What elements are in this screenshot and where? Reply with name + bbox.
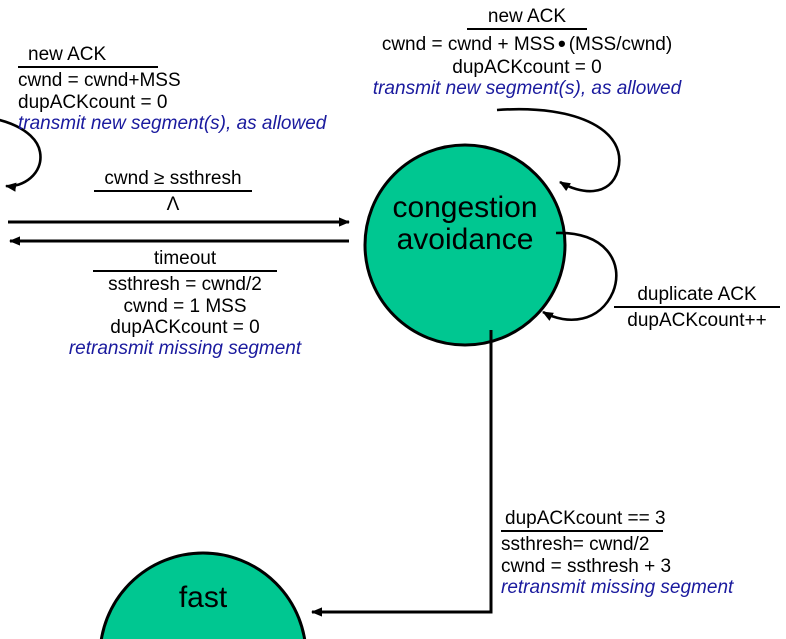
label-action: dupACKcount++ bbox=[627, 310, 767, 332]
label-divider bbox=[467, 28, 587, 31]
state-label-line2: avoidance bbox=[396, 222, 534, 256]
state-label-line1: congestion bbox=[392, 191, 538, 224]
label-condition: dupACKcount == 3 bbox=[505, 508, 666, 529]
label-condition: new ACK bbox=[28, 44, 107, 65]
state-label-fast-recovery: fast bbox=[103, 582, 303, 614]
label-action-emphasis: retransmit missing segment bbox=[68, 338, 302, 360]
ca-duplicate-ack-self-loop-arrow bbox=[542, 231, 618, 321]
label-action-1: cwnd = cwnd + MSS•(MSS/cwnd) bbox=[344, 31, 710, 57]
label-condition: new ACK bbox=[487, 6, 567, 27]
label-action-prefix: cwnd = cwnd + MSS bbox=[381, 34, 556, 56]
label-action-emphasis: transmit new segment(s), as allowed bbox=[18, 112, 327, 134]
label-action-emphasis: retransmit missing segment bbox=[501, 576, 734, 598]
ca-to-fast-recovery-arrow bbox=[311, 330, 493, 617]
label-divider bbox=[614, 306, 780, 309]
state-fast-recovery[interactable] bbox=[99, 551, 307, 639]
label-action-suffix: (MSS/cwnd) bbox=[568, 34, 673, 56]
state-label-line1: fast bbox=[178, 581, 228, 614]
label-action-null: Λ bbox=[166, 194, 180, 216]
label-action-2: cwnd = 1 MSS bbox=[123, 295, 247, 317]
label-divider bbox=[94, 190, 252, 193]
slow-start-self-loop-arrow bbox=[0, 118, 42, 192]
label-slow-start-to-ca: cwnd ≥ ssthresh Λ bbox=[88, 168, 258, 216]
label-ca-to-fast-recovery: dupACKcount == 3 ssthresh= cwnd/2 cwnd =… bbox=[501, 508, 733, 598]
label-condition: duplicate ACK bbox=[637, 284, 757, 305]
multiplication-dot-icon: • bbox=[558, 31, 566, 57]
label-action-emphasis: transmit new segment(s), as allowed bbox=[372, 78, 682, 100]
label-slow-start-self-loop: new ACK cwnd = cwnd+MSS dupACKcount = 0 … bbox=[18, 44, 326, 134]
label-ca-duplicate-ack: duplicate ACK dupACKcount++ bbox=[608, 284, 786, 332]
label-action-1: ssthresh = cwnd/2 bbox=[108, 274, 262, 296]
ca-new-ack-self-loop-arrow bbox=[496, 107, 621, 193]
label-action-2: dupACKcount = 0 bbox=[18, 91, 168, 113]
state-label-congestion-avoidance: congestion avoidance bbox=[365, 192, 565, 255]
label-divider bbox=[93, 270, 277, 273]
label-action-1: cwnd = cwnd+MSS bbox=[18, 70, 181, 92]
state-congestion-avoidance[interactable] bbox=[363, 143, 567, 347]
label-ca-new-ack: new ACK cwnd = cwnd + MSS•(MSS/cwnd) dup… bbox=[344, 6, 710, 99]
label-action-2: cwnd = ssthresh + 3 bbox=[501, 555, 672, 577]
label-action-1: ssthresh= cwnd/2 bbox=[501, 534, 650, 556]
label-divider bbox=[18, 66, 158, 69]
label-action-3: dupACKcount = 0 bbox=[110, 316, 260, 338]
label-divider bbox=[501, 530, 663, 533]
label-condition: timeout bbox=[153, 248, 217, 269]
label-condition: cwnd ≥ ssthresh bbox=[104, 168, 242, 189]
label-action-2: dupACKcount = 0 bbox=[452, 56, 602, 78]
label-ca-to-slow-start: timeout ssthresh = cwnd/2 cwnd = 1 MSS d… bbox=[60, 248, 310, 359]
